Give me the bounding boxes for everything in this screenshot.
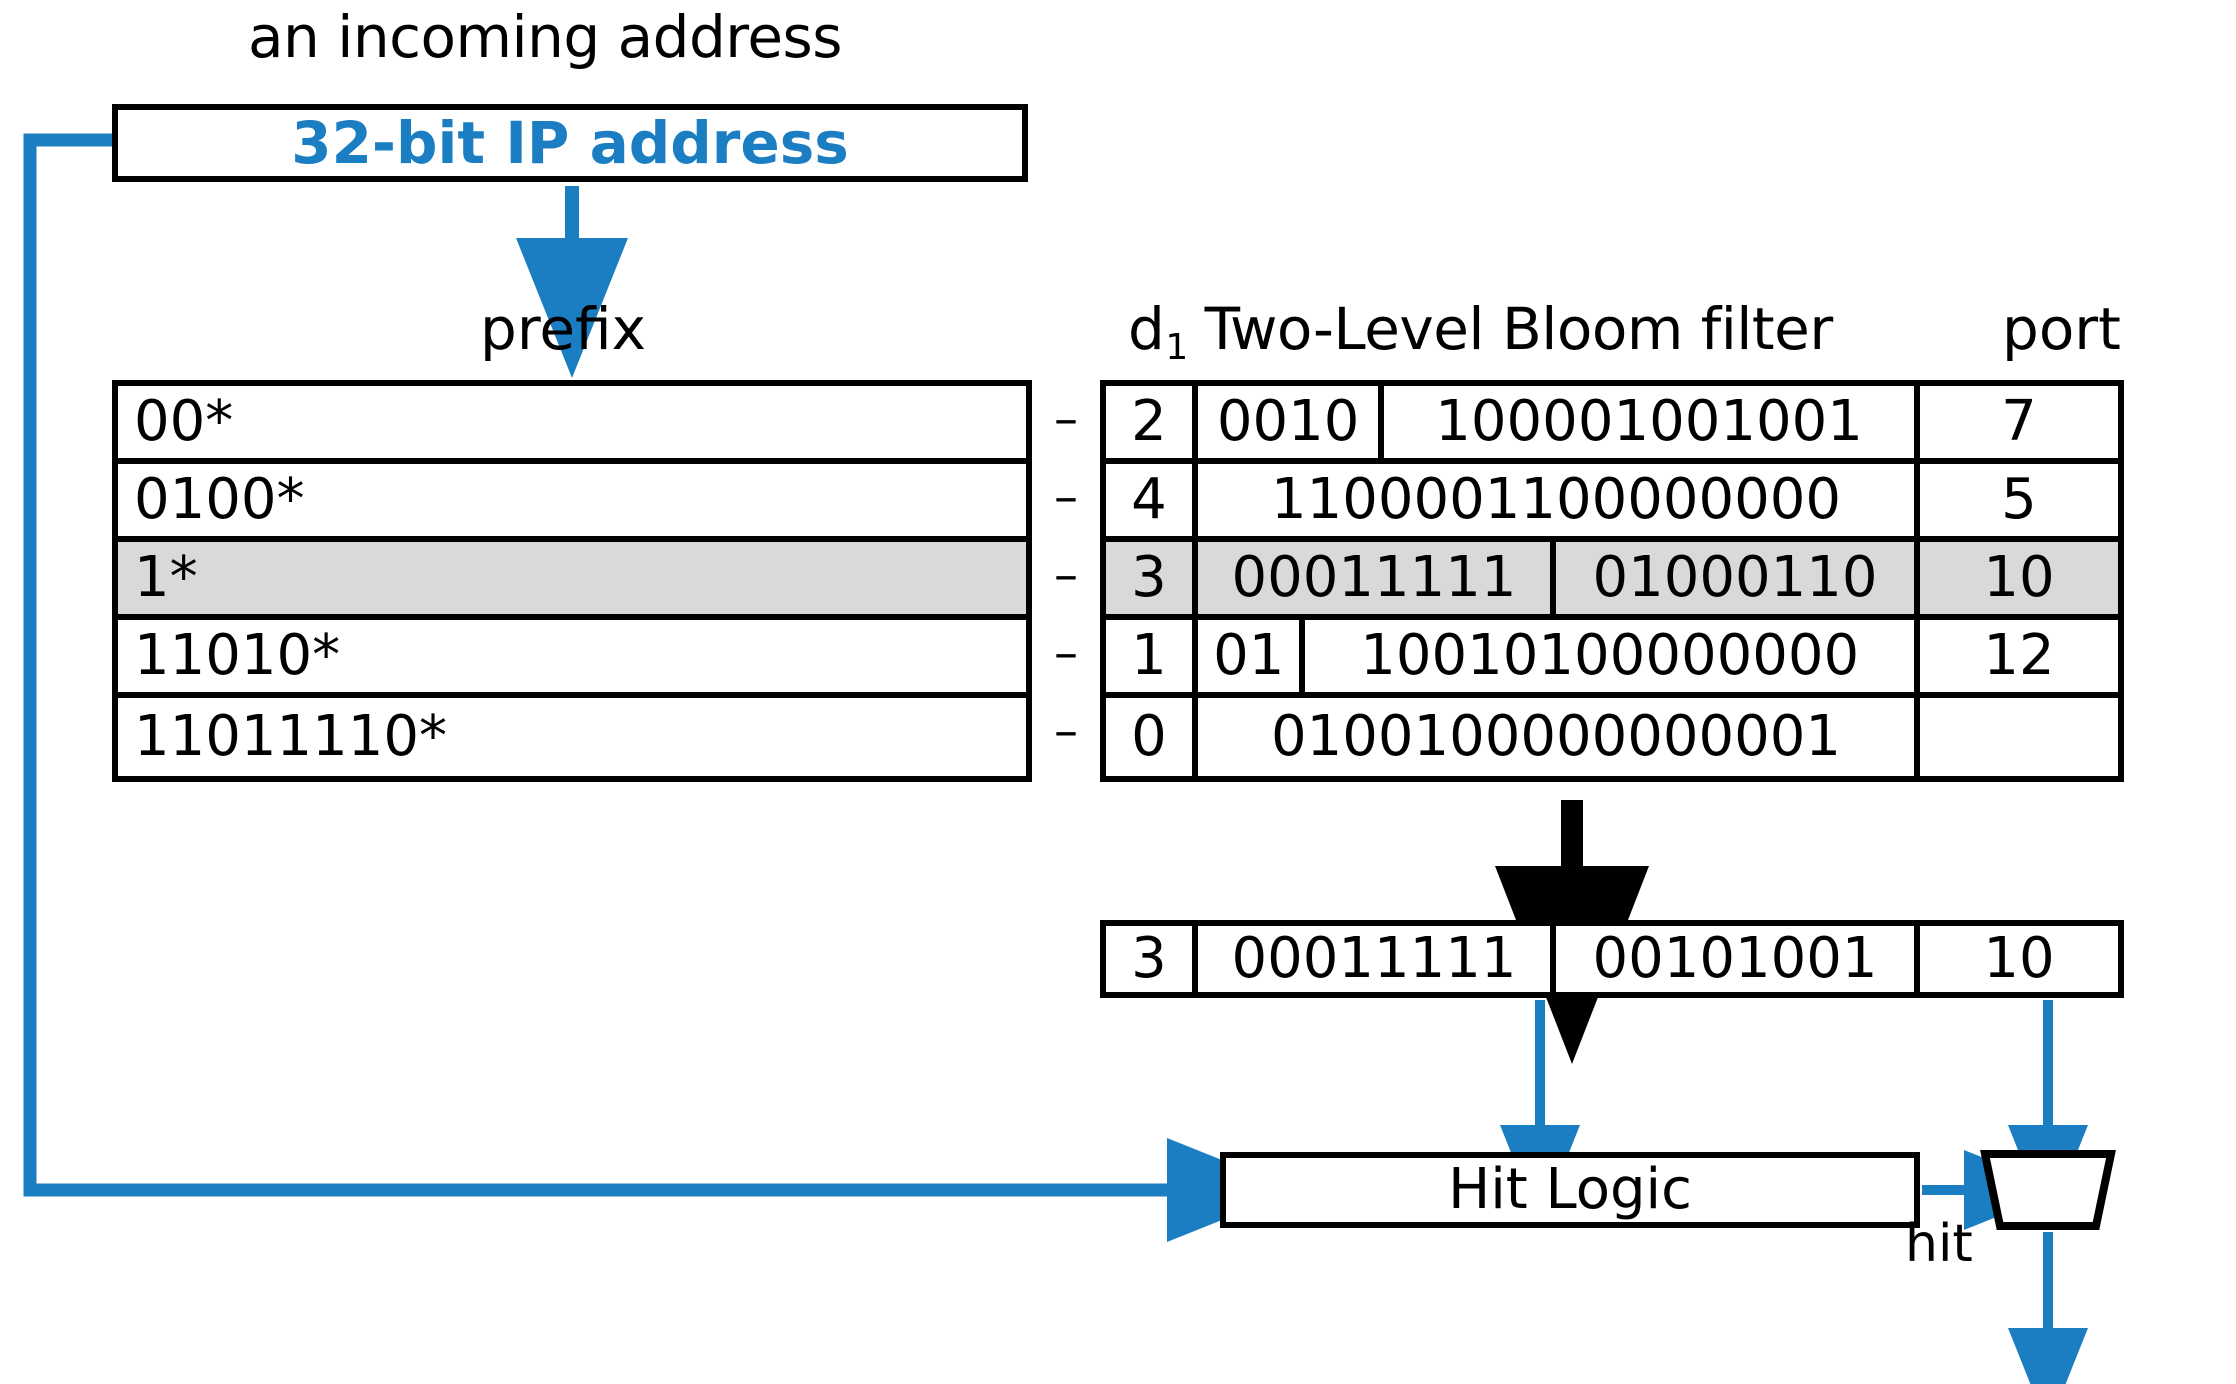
prefix-value: 0100* xyxy=(134,467,305,532)
row-dash-separator: – xyxy=(1054,703,1078,759)
bloom-bits-cell: 01 10010100000000 xyxy=(1198,620,1920,692)
ip-address-label: 32-bit IP address xyxy=(291,109,849,177)
port-value: 10 xyxy=(1983,545,2055,610)
mux-shape xyxy=(1980,1150,2116,1230)
d1-subscript: 1 xyxy=(1165,327,1188,368)
bloom-bits-cell: 00011111 00101001 xyxy=(1198,926,1920,992)
hit-logic-box: Hit Logic xyxy=(1220,1152,1920,1228)
row-dash-separator: – xyxy=(1054,625,1078,681)
bloom-bit-segment: 1100001100000000 xyxy=(1270,467,1842,532)
bloom-bit-segment: 01000110 xyxy=(1592,545,1878,610)
prefix-column-header: prefix xyxy=(480,295,646,363)
prefix-table: 00* 0100* 1* 11010* 11011110* xyxy=(112,380,1032,782)
dash-separator-column: – – – – – xyxy=(1040,380,1092,770)
row-dash-separator: – xyxy=(1054,469,1078,525)
mux-trapezoid xyxy=(1980,1150,2116,1230)
d1-value: 4 xyxy=(1106,464,1198,536)
prefix-row: 1* xyxy=(118,542,1026,620)
bloom-bit-segment: 00101001 xyxy=(1592,926,1878,991)
bloom-header-text: Two-Level Bloom filter xyxy=(1186,295,1834,363)
port-value: 5 xyxy=(2001,467,2037,532)
bloom-bit-segment: 10010100000000 xyxy=(1360,623,1860,688)
bloom-bits-cell: 0100100000000001 xyxy=(1198,698,1920,776)
port-column-header: port xyxy=(2002,295,2121,363)
prefix-row: 00* xyxy=(118,386,1026,464)
hit-logic-label: Hit Logic xyxy=(1448,1157,1692,1222)
bloom-bit-segment: 01 xyxy=(1198,620,1306,692)
port-value: 7 xyxy=(2001,389,2037,454)
port-value: 12 xyxy=(1983,623,2055,688)
row-dash-separator: – xyxy=(1054,391,1078,447)
d1-symbol: d xyxy=(1128,295,1165,363)
bloom-filter-row: 0 0100100000000001 xyxy=(1106,698,2118,776)
prefix-row: 0100* xyxy=(118,464,1026,542)
port-value: 10 xyxy=(1983,926,2055,991)
port-value xyxy=(1920,698,2118,776)
bloom-bits-cell: 0010 100001001001 xyxy=(1198,386,1920,458)
row-dash-separator: – xyxy=(1054,547,1078,603)
d1-value: 0 xyxy=(1106,698,1198,776)
bloom-bit-segment: 00011111 xyxy=(1198,542,1556,614)
bloom-bit-segment: 0100100000000001 xyxy=(1270,704,1842,769)
bloom-filter-row: 4 1100001100000000 5 xyxy=(1106,464,2118,542)
bloom-bits-cell: 00011111 01000110 xyxy=(1198,542,1920,614)
incoming-address-caption: an incoming address xyxy=(248,3,842,71)
bloom-bit-segment: 00011111 xyxy=(1198,926,1556,992)
bloom-bit-segment: 0010 xyxy=(1198,386,1385,458)
prefix-row: 11011110* xyxy=(118,698,1026,776)
d1-value: 3 xyxy=(1106,542,1198,614)
prefix-row: 11010* xyxy=(118,620,1026,698)
bloom-filter-column-header: d1 Two-Level Bloom filter xyxy=(1128,300,1833,366)
d1-value: 3 xyxy=(1106,926,1198,992)
ip-address-box: 32-bit IP address xyxy=(112,104,1028,182)
hit-signal-label: hit xyxy=(1905,1214,1973,1274)
bloom-bits-cell: 1100001100000000 xyxy=(1198,464,1920,536)
prefix-value: 1* xyxy=(134,545,198,610)
prefix-value: 00* xyxy=(134,389,234,454)
d1-value: 1 xyxy=(1106,620,1198,692)
prefix-value: 11011110* xyxy=(134,704,448,769)
d1-value: 2 xyxy=(1106,386,1198,458)
prefix-value: 11010* xyxy=(134,623,341,688)
bloom-bit-segment: 100001001001 xyxy=(1435,389,1863,454)
